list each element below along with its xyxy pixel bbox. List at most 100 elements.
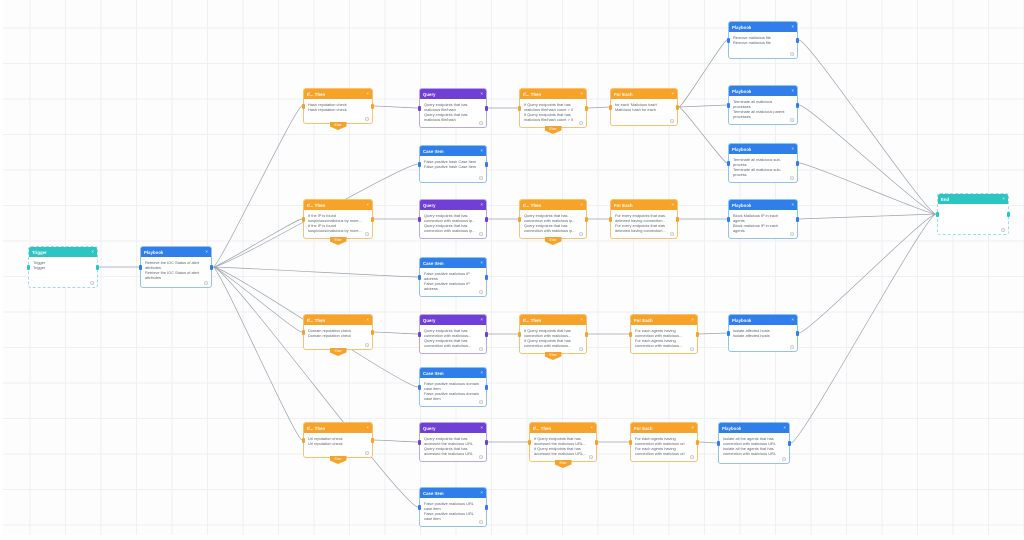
output-port[interactable]: [485, 105, 488, 111]
output-port[interactable]: [696, 331, 699, 337]
node-header-if-domain[interactable]: If... Then×: [304, 315, 372, 325]
close-icon[interactable]: ×: [671, 90, 674, 96]
output-port[interactable]: [96, 264, 99, 270]
close-icon[interactable]: ×: [480, 369, 483, 375]
node-header-pb-term-sub[interactable]: Playbook×: [729, 144, 797, 154]
node-header-fe-url[interactable]: For Each×: [631, 423, 697, 433]
gear-icon[interactable]: [479, 346, 483, 351]
output-port[interactable]: [788, 440, 791, 446]
node-header-q-hash[interactable]: Query×: [420, 89, 486, 99]
output-port[interactable]: [371, 103, 374, 109]
node-header-q-domain[interactable]: Query×: [420, 315, 486, 325]
input-port[interactable]: [418, 439, 421, 445]
close-icon[interactable]: ×: [480, 201, 483, 207]
else-branch-tag[interactable]: Else: [329, 348, 347, 356]
input-port[interactable]: [418, 216, 421, 222]
gear-icon[interactable]: [790, 231, 794, 236]
input-port[interactable]: [302, 329, 305, 335]
node-header-pb-term-proc[interactable]: Playbook×: [729, 86, 797, 96]
output-port[interactable]: [676, 216, 679, 222]
input-port[interactable]: [727, 102, 730, 108]
close-icon[interactable]: ×: [480, 90, 483, 96]
node-header-fe-domain[interactable]: For Each×: [631, 315, 697, 325]
node-header-case-domain[interactable]: Case Item×: [420, 368, 486, 378]
close-icon[interactable]: ×: [671, 201, 674, 207]
node-header-if-hash[interactable]: If... Then×: [304, 89, 372, 99]
close-icon[interactable]: ×: [480, 316, 483, 322]
node-header-if-url[interactable]: If... Then×: [304, 423, 372, 433]
node-end[interactable]: End×: [936, 193, 1010, 235]
gear-icon[interactable]: [479, 399, 483, 404]
gear-icon[interactable]: [479, 454, 483, 459]
node-header-case-url[interactable]: Case Item×: [420, 488, 486, 498]
input-port[interactable]: [936, 211, 939, 217]
gear-icon[interactable]: [790, 51, 794, 56]
input-port[interactable]: [418, 384, 421, 390]
close-icon[interactable]: ×: [480, 259, 483, 265]
output-port[interactable]: [585, 331, 588, 337]
gear-icon[interactable]: [479, 175, 483, 180]
node-pb-isolate-url[interactable]: Playbook×Isolate all the agents that has…: [717, 422, 791, 464]
close-icon[interactable]: ×: [366, 316, 369, 322]
input-port[interactable]: [609, 104, 612, 110]
input-port[interactable]: [302, 216, 305, 222]
input-port[interactable]: [302, 437, 305, 443]
node-header-if-ip2[interactable]: If... Then×: [520, 200, 586, 210]
close-icon[interactable]: ×: [366, 424, 369, 430]
gear-icon[interactable]: [365, 342, 369, 347]
node-pb-term-sub[interactable]: Playbook×Terminate all malicious sub-pro…: [727, 143, 799, 183]
close-icon[interactable]: ×: [791, 23, 794, 29]
gear-icon[interactable]: [579, 346, 583, 351]
output-port[interactable]: [595, 439, 598, 445]
input-port[interactable]: [302, 103, 305, 109]
close-icon[interactable]: ×: [205, 248, 208, 254]
input-port[interactable]: [418, 331, 421, 337]
close-icon[interactable]: ×: [480, 424, 483, 430]
input-port[interactable]: [717, 440, 720, 446]
node-header-if-ip[interactable]: If... Then×: [304, 200, 372, 210]
node-header-pb-isolate[interactable]: Playbook×: [729, 315, 797, 325]
input-port[interactable]: [418, 161, 421, 167]
input-port[interactable]: [27, 264, 30, 270]
output-port[interactable]: [1007, 211, 1010, 217]
node-header-pb-remove-file[interactable]: Playbook×: [729, 22, 797, 32]
gear-icon[interactable]: [790, 175, 794, 180]
output-port[interactable]: [485, 274, 488, 280]
input-port[interactable]: [418, 105, 421, 111]
else-branch-tag[interactable]: Else: [329, 237, 347, 245]
node-header-pb-ioc[interactable]: Playbook×: [141, 247, 211, 257]
else-branch-tag[interactable]: Else: [329, 456, 347, 464]
else-branch-tag[interactable]: Else: [544, 352, 562, 360]
node-header-if-domain2[interactable]: If... Then×: [520, 315, 586, 325]
gear-icon[interactable]: [690, 454, 694, 459]
close-icon[interactable]: ×: [691, 424, 694, 430]
gear-icon[interactable]: [670, 231, 674, 236]
output-port[interactable]: [371, 329, 374, 335]
close-icon[interactable]: ×: [580, 90, 583, 96]
gear-icon[interactable]: [690, 346, 694, 351]
node-header-fe-ip[interactable]: For Each×: [611, 200, 677, 210]
output-port[interactable]: [485, 439, 488, 445]
node-header-if-hash2[interactable]: If... Then×: [520, 89, 586, 99]
output-port[interactable]: [696, 439, 699, 445]
input-port[interactable]: [139, 264, 142, 270]
gear-icon[interactable]: [479, 289, 483, 294]
node-header-end[interactable]: End×: [938, 194, 1008, 204]
input-port[interactable]: [727, 330, 730, 336]
